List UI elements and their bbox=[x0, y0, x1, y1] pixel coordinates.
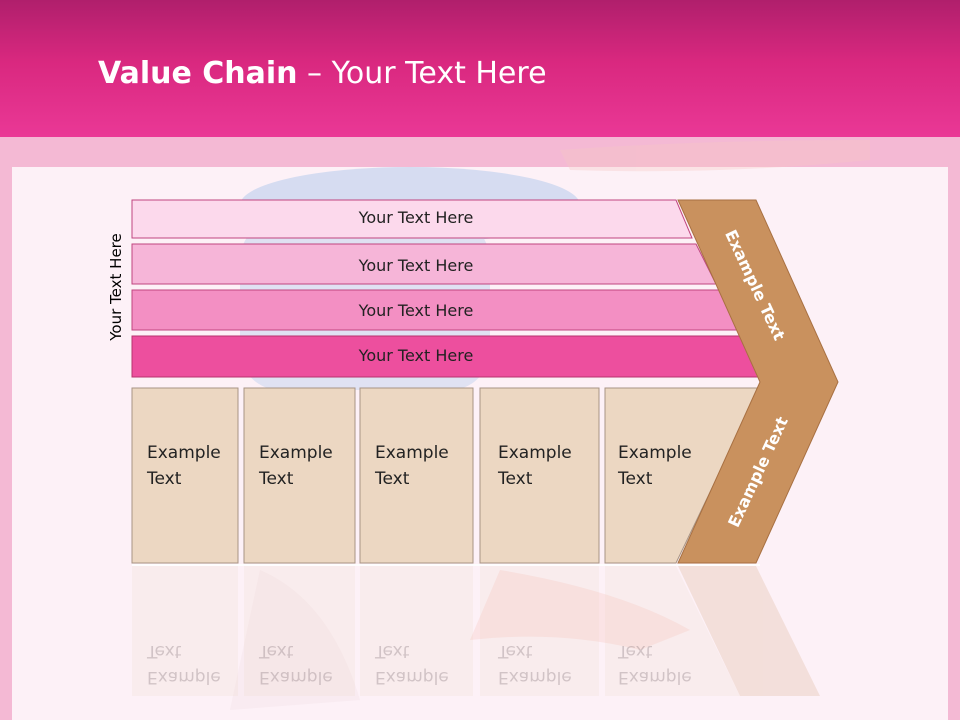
cell-3-reflection-line2: Text bbox=[375, 641, 410, 661]
cell-5-reflection bbox=[605, 566, 740, 696]
cell-4-reflection-line2: Text bbox=[498, 641, 533, 661]
row-1-shape bbox=[131, 199, 693, 239]
cell-5-line1: Example bbox=[618, 443, 692, 463]
cell-4-reflection-text: Example Text bbox=[498, 638, 572, 690]
cell-1-line2: Text bbox=[147, 469, 182, 489]
chevron-shape bbox=[677, 199, 839, 564]
photo-leg bbox=[230, 570, 360, 710]
cell-2-reflection bbox=[244, 566, 355, 696]
cell-3-reflection-text: Example Text bbox=[375, 638, 449, 690]
cell-3-reflection-line1: Example bbox=[375, 667, 449, 687]
photo-foot bbox=[470, 570, 690, 650]
cell-4-line2: Text bbox=[498, 469, 533, 489]
cell-3 bbox=[359, 387, 474, 564]
title-bold: Value Chain bbox=[98, 56, 298, 91]
cell-3-line2: Text bbox=[375, 469, 410, 489]
cell-4 bbox=[479, 387, 600, 564]
cell-2 bbox=[243, 387, 356, 564]
cell-1-line1: Example bbox=[147, 443, 221, 463]
cell-4-reflection-line1: Example bbox=[498, 667, 572, 687]
cell-1-reflection-text: Example Text bbox=[147, 638, 221, 690]
cell-4-reflection bbox=[480, 566, 599, 696]
cell-2-reflection-line1: Example bbox=[259, 667, 333, 687]
cell-3-line1: Example bbox=[375, 443, 449, 463]
cell-5-line2: Text bbox=[618, 469, 653, 489]
left-border bbox=[0, 167, 12, 720]
photo-arm bbox=[560, 140, 870, 172]
cell-5-reflection-line2: Text bbox=[618, 641, 653, 661]
cell-1-reflection-line1: Example bbox=[147, 667, 221, 687]
slide-title: Value Chain – Your Text Here bbox=[98, 55, 547, 93]
vertical-label: Your Text Here bbox=[107, 233, 125, 341]
cell-2-line2: Text bbox=[259, 469, 294, 489]
cell-1-reflection-line2: Text bbox=[147, 641, 182, 661]
cell-5 bbox=[604, 387, 761, 564]
right-border bbox=[948, 167, 960, 720]
cell-1-reflection bbox=[132, 566, 238, 696]
title-bar bbox=[0, 0, 960, 137]
reflection bbox=[132, 566, 820, 696]
cell-3-reflection bbox=[360, 566, 473, 696]
cell-5-reflection-text: Example Text bbox=[618, 638, 692, 690]
chevron-reflection bbox=[678, 566, 820, 696]
cell-1 bbox=[131, 387, 239, 564]
cell-2-line1: Example bbox=[259, 443, 333, 463]
row-1-label: Your Text Here bbox=[358, 208, 474, 227]
cell-2-reflection-text: Example Text bbox=[259, 638, 333, 690]
row-3-label: Your Text Here bbox=[358, 301, 474, 320]
cell-5-reflection-line1: Example bbox=[618, 667, 692, 687]
row-2-label: Your Text Here bbox=[358, 256, 474, 275]
cell-4-line1: Example bbox=[498, 443, 572, 463]
title-rest: – Your Text Here bbox=[297, 56, 547, 91]
cell-2-reflection-line2: Text bbox=[259, 641, 294, 661]
row-4-label: Your Text Here bbox=[358, 346, 474, 365]
header-band bbox=[0, 137, 960, 167]
